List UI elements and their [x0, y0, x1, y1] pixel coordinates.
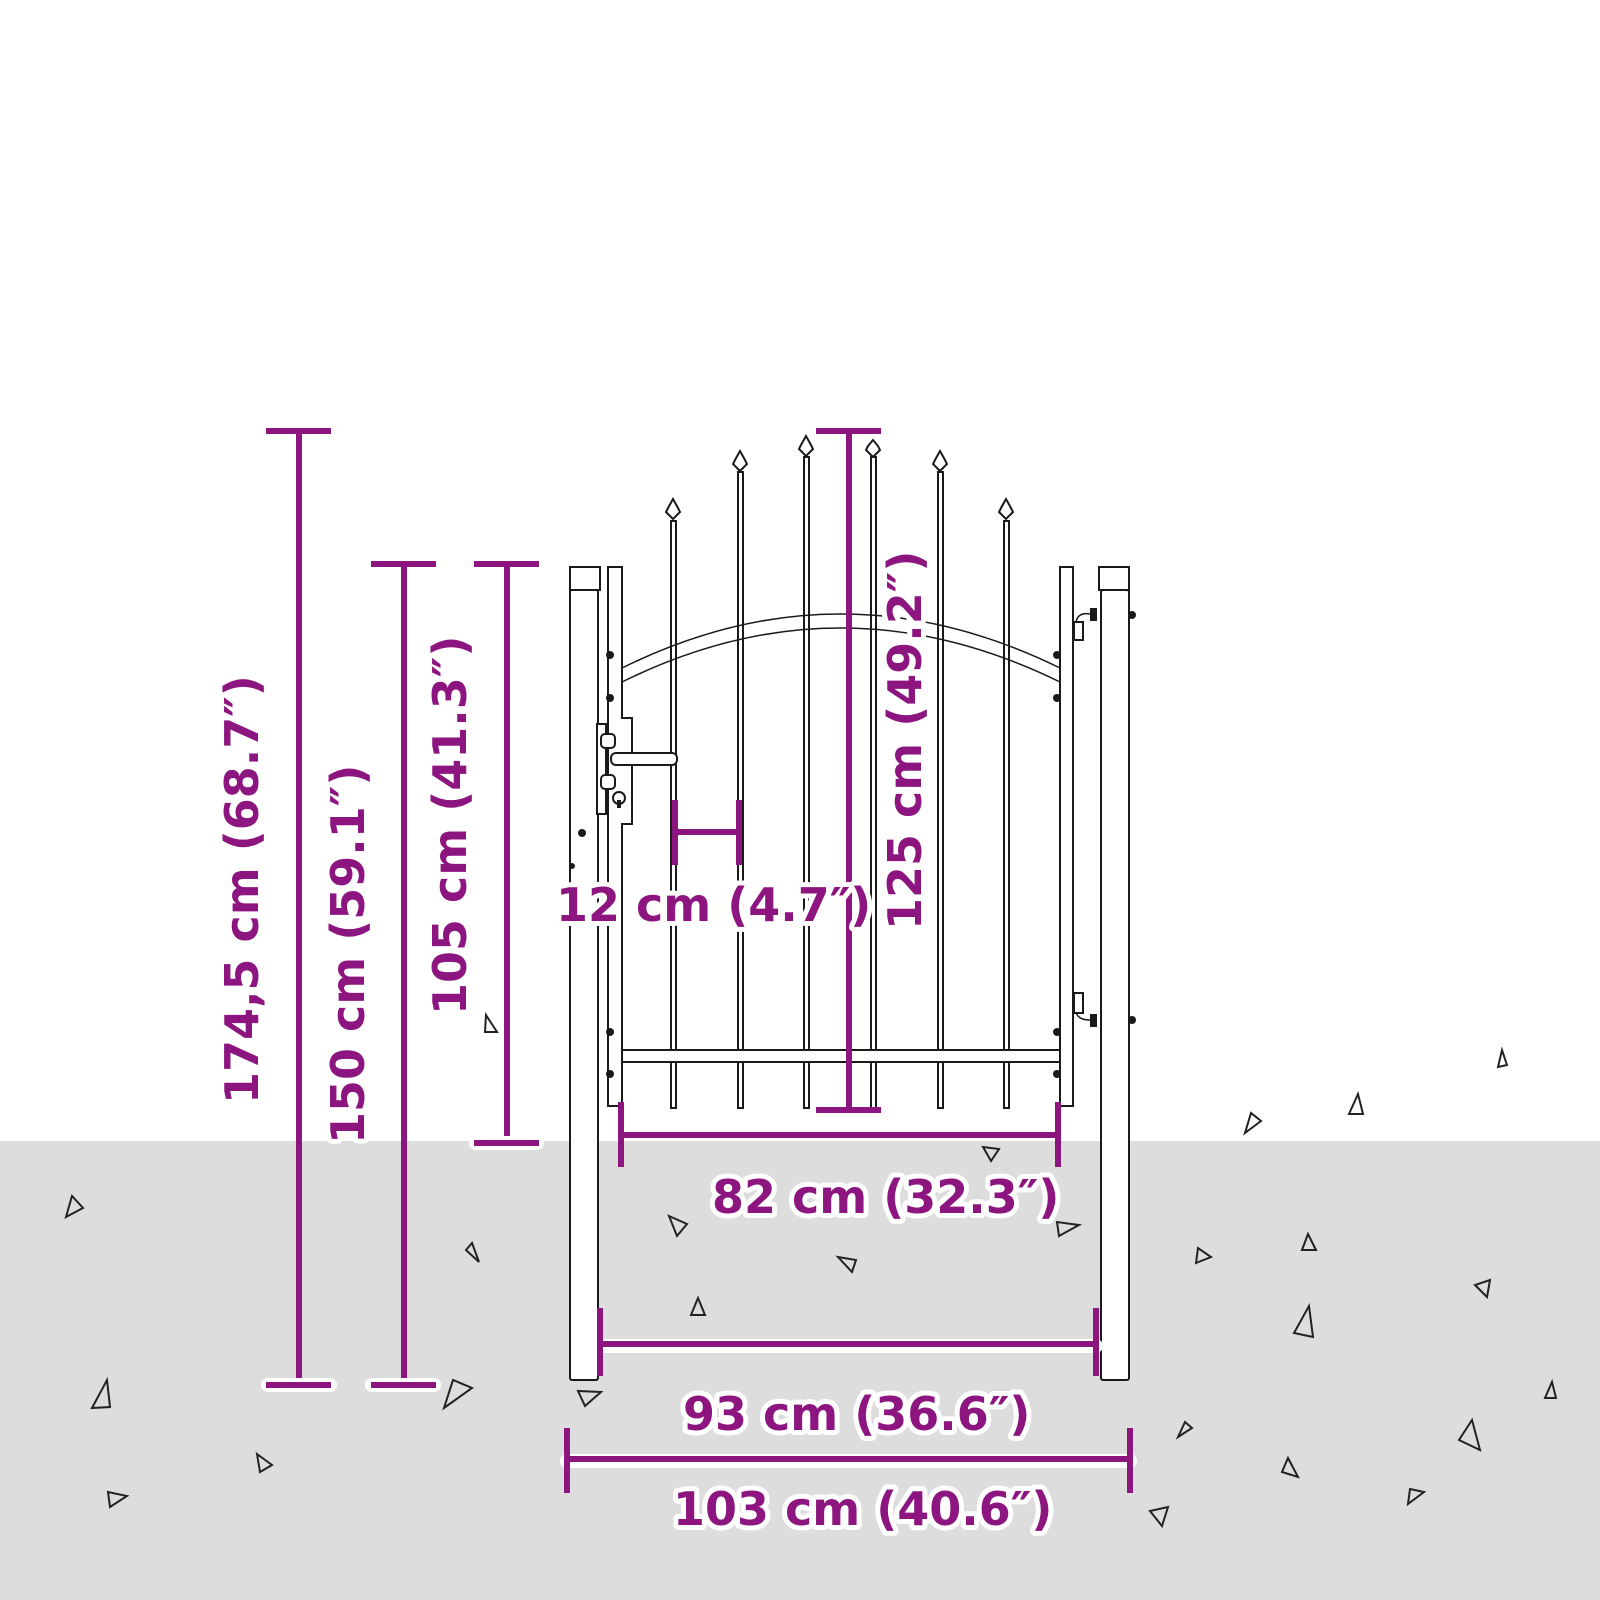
gate-bottom-rail [621, 1049, 1063, 1063]
dim-post-height [365, 561, 441, 1392]
hinge-icon [1073, 608, 1097, 641]
label-post-height: 150 cm (59.1″) [321, 765, 375, 1144]
label-gate-width: 82 cm (32.3″) [712, 1170, 1059, 1224]
left-post [569, 566, 601, 1381]
finial-icon [731, 448, 749, 473]
dim-bar-spacing [672, 800, 742, 865]
label-opening-width: 93 cm (36.6″) [683, 1387, 1030, 1441]
gravel-pebbles [64, 1011, 1558, 1529]
label-overall-width: 103 cm (40.6″) [673, 1482, 1052, 1536]
gate-right-stile [1053, 566, 1074, 1107]
finial-icon [664, 496, 682, 521]
finial-icon [797, 433, 815, 458]
right-post [1098, 566, 1136, 1381]
door-handle-icon [610, 752, 678, 766]
dim-overall-width [560, 1428, 1137, 1493]
label-bar-spacing: 12 cm (4.7″) [556, 878, 871, 932]
gate-bars [670, 456, 1010, 1109]
label-gate-side-height: 105 cm (41.3″) [423, 636, 477, 1015]
keyhole-icon [612, 791, 626, 808]
gate-left-stile [569, 566, 633, 1107]
finial-icon [997, 496, 1015, 521]
dim-gate-center-height [816, 428, 881, 1113]
dim-opening-width [593, 1308, 1103, 1376]
gate-arch [621, 613, 1061, 683]
finials [664, 433, 1015, 521]
dim-total-height [261, 428, 337, 1392]
finial-icon [931, 448, 949, 473]
label-gate-center-height: 125 cm (49.2″) [878, 551, 932, 930]
dim-gate-side-height [469, 561, 544, 1150]
finial-icon [864, 438, 882, 459]
dim-gate-width [618, 1102, 1061, 1167]
label-total-height: 174,5 cm (68.7″) [215, 675, 269, 1104]
hinge-icon [1073, 992, 1097, 1027]
ground-area [0, 1141, 1600, 1600]
lock-assembly [596, 723, 678, 815]
